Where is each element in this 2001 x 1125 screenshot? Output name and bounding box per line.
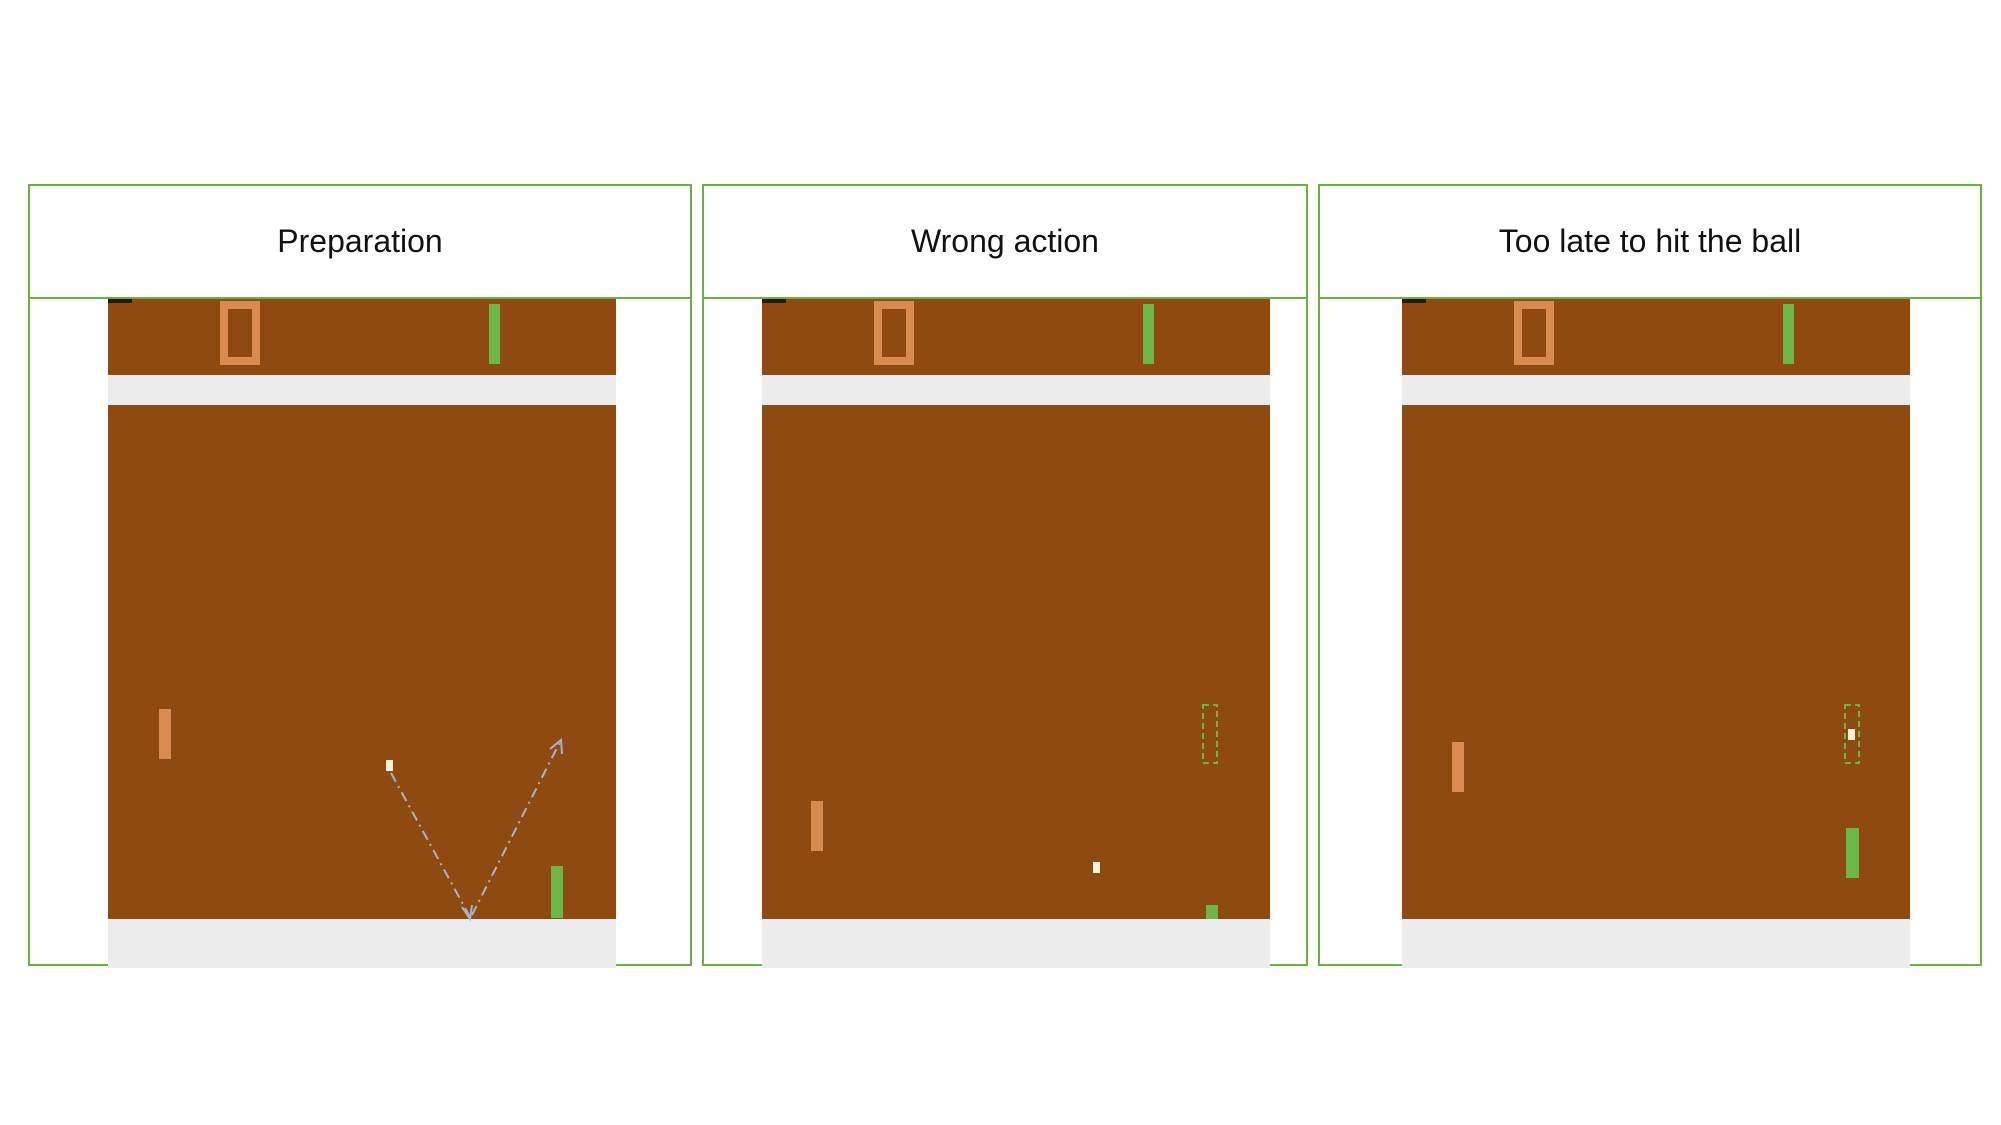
corner-mark bbox=[108, 299, 132, 303]
player-paddle bbox=[551, 866, 563, 918]
ball bbox=[1848, 729, 1855, 740]
player-paddle bbox=[1846, 828, 1859, 878]
trajectory-arrow-down bbox=[390, 772, 471, 918]
top-wall bbox=[108, 375, 616, 405]
opponent-paddle bbox=[159, 709, 171, 759]
score-digit-player bbox=[489, 304, 500, 364]
top-wall bbox=[762, 375, 1270, 405]
opponent-paddle bbox=[1452, 742, 1464, 792]
player-paddle bbox=[1206, 905, 1218, 919]
panel-too-late: Too late to hit the ball bbox=[1318, 184, 1982, 968]
top-wall bbox=[1402, 375, 1910, 405]
bottom-wall bbox=[108, 919, 616, 968]
court bbox=[762, 299, 1270, 968]
trajectory-arrowhead-down bbox=[461, 904, 473, 922]
court bbox=[1402, 299, 1910, 968]
score-digit-opponent bbox=[1514, 301, 1554, 365]
opponent-paddle bbox=[811, 801, 823, 851]
bottom-wall bbox=[762, 919, 1270, 968]
hit-zone-marker bbox=[1844, 704, 1860, 764]
ball bbox=[1093, 862, 1100, 873]
game-frame bbox=[762, 299, 1270, 968]
hit-zone-marker bbox=[1202, 704, 1218, 764]
score-digit-opponent bbox=[220, 301, 260, 365]
panel-title: Wrong action bbox=[704, 186, 1306, 299]
trajectory-arrow-up bbox=[471, 741, 561, 916]
score-digit-opponent bbox=[874, 301, 914, 365]
bottom-wall bbox=[1402, 919, 1910, 968]
trajectory-arrowhead-up bbox=[549, 738, 563, 755]
panel-title: Too late to hit the ball bbox=[1320, 186, 1980, 299]
court bbox=[108, 299, 616, 968]
panel-preparation: Preparation bbox=[28, 184, 692, 968]
corner-mark bbox=[762, 299, 786, 303]
game-frame bbox=[108, 299, 616, 968]
panel-wrong-action: Wrong action bbox=[702, 184, 1308, 968]
score-digit-player bbox=[1783, 304, 1794, 364]
panel-title: Preparation bbox=[30, 186, 690, 299]
score-digit-player bbox=[1143, 304, 1154, 364]
ball bbox=[386, 760, 393, 771]
game-frame bbox=[1402, 299, 1910, 968]
corner-mark bbox=[1402, 299, 1426, 303]
